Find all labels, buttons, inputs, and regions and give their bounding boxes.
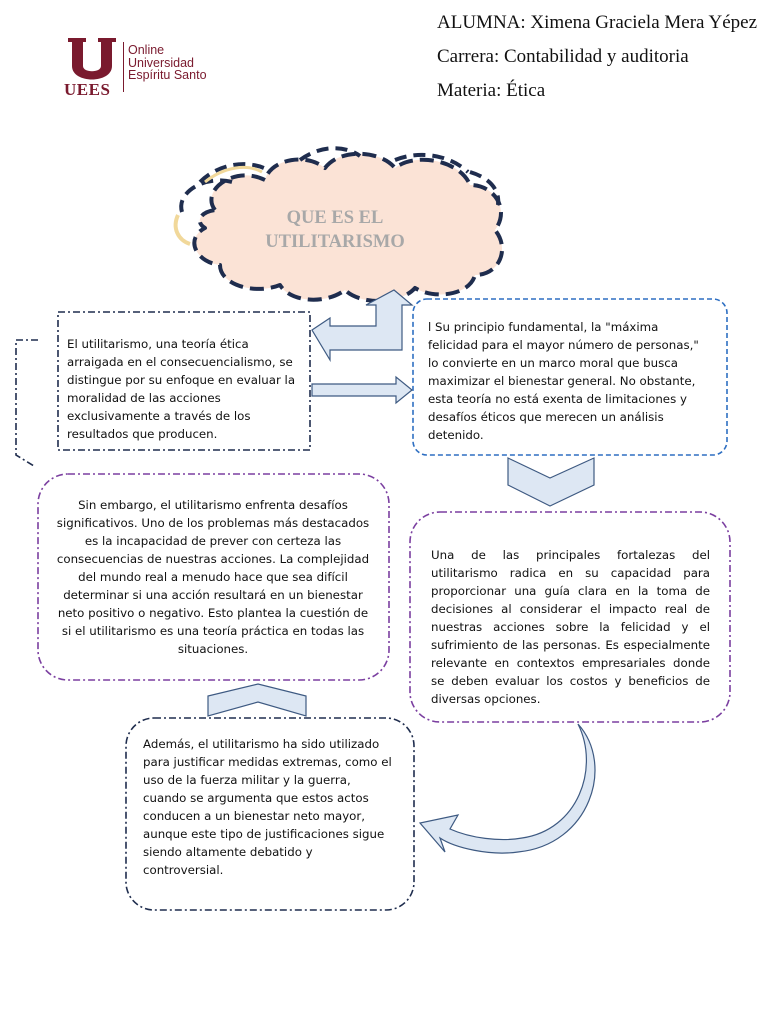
arrow-right [311,375,413,405]
logo-divider [123,42,124,92]
chevron-down [507,457,595,507]
curved-arrow [418,723,596,854]
challenges-text: Sin embargo, el utilitarismo enfrenta de… [56,498,370,656]
logo-wordmark: Online Universidad Espíritu Santo [128,44,207,82]
career: Carrera: Contabilidad y auditoria [437,46,689,67]
logo-line-university: Universidad [128,55,195,70]
title-cloud [173,146,505,303]
logo-acronym: UEES [64,80,111,99]
student-name: ALUMNA: Ximena Graciela Mera Yépez [437,12,758,33]
cloud-title-line1: QUE ES EL [286,208,384,228]
subject: Materia: Ética [437,80,546,101]
arrow-to-cloud [311,289,414,363]
challenges-box-border [37,473,390,681]
cloud-title: QUE ES EL UTILITARISMO [230,206,440,254]
extreme-box-border [125,717,415,911]
logo-line-name: Espíritu Santo [128,68,207,82]
strength-text: Una de las principales fortalezas del ut… [431,548,710,706]
logo-line-online: Online [128,43,165,57]
strength-box-border [409,511,731,723]
left-bracket [15,339,38,467]
principle-text: l Su principio fundamental, la "máxima f… [428,320,699,442]
chevron-up [207,683,307,717]
cloud-title-line2: UTILITARISMO [265,232,405,252]
definition-text: El utilitarismo, una teoría ética arraig… [67,337,296,441]
extreme-text: Además, el utilitarismo ha sido utilizad… [143,737,392,877]
principle-box-border [412,298,728,456]
definition-box-border [57,311,311,451]
uees-logo-icon [68,38,116,80]
